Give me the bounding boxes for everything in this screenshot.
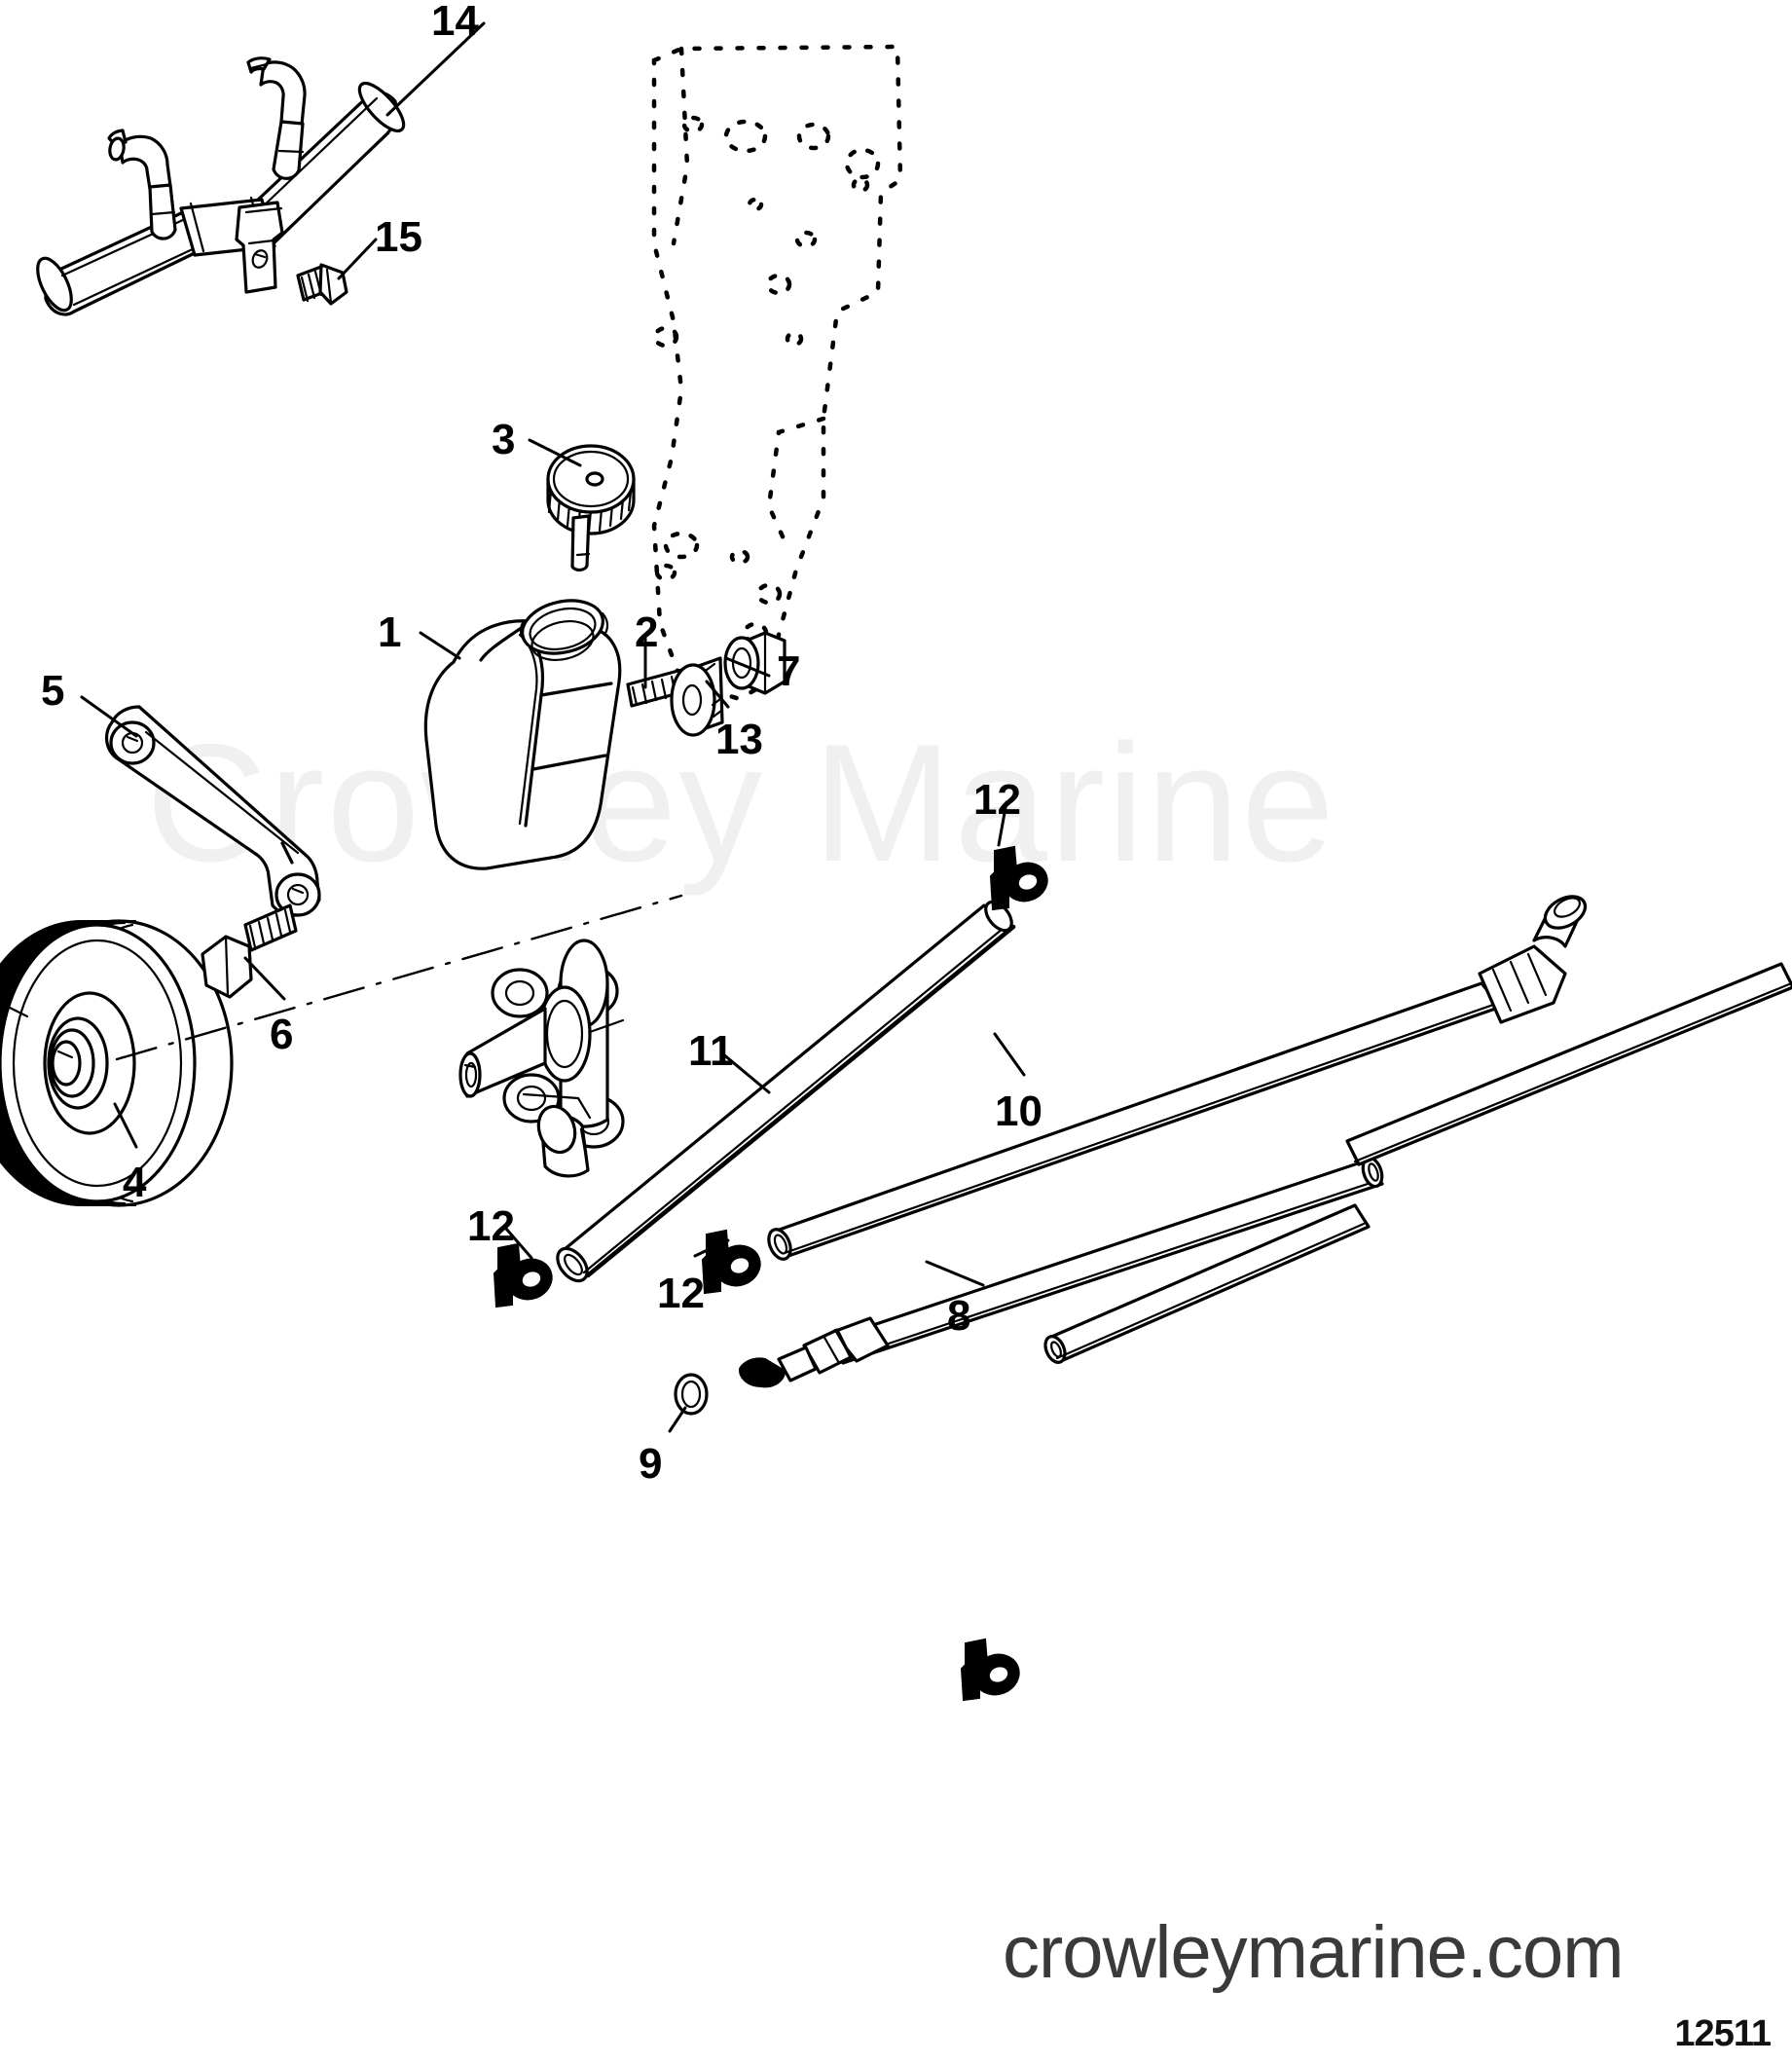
phantom-housing-outline: [651, 44, 903, 702]
callout-1: 1: [378, 608, 402, 656]
part-12-hose-clamp: [701, 1229, 761, 1295]
part-12-hose-clamp: [960, 1638, 1020, 1702]
callout-11: 11: [688, 1027, 734, 1075]
part-4-pulley: [0, 919, 234, 1207]
leader-lines: [80, 21, 1026, 1433]
callout-7: 7: [777, 647, 801, 695]
callout-13: 13: [715, 716, 763, 763]
diagram-number: 12511: [1674, 2013, 1772, 2054]
part-6-flange-bolt: [201, 903, 298, 999]
site-branding: crowleymarine.com: [1003, 1911, 1625, 1994]
part-12-hose-clamp: [493, 1242, 553, 1308]
part-10-pressure-hose: [767, 895, 1588, 1261]
callout-5: 5: [41, 667, 65, 715]
callout-8: 8: [947, 1292, 971, 1340]
callout-4: 4: [123, 1159, 147, 1206]
callout-12-center: 12: [657, 1270, 705, 1317]
part-11-return-hose: [556, 900, 1016, 1283]
callout-6: 6: [270, 1011, 294, 1058]
part-12-hose-clamp: [989, 845, 1048, 911]
part-15-screw: [296, 263, 348, 306]
part-3-reservoir-cap: [546, 444, 636, 572]
callout-2: 2: [635, 608, 659, 656]
part-1-power-steering-pump: [423, 599, 625, 1178]
callout-9: 9: [639, 1440, 663, 1488]
part-13-spacer: [670, 656, 724, 737]
callout-15: 15: [375, 213, 422, 261]
hose-tube-secondary: [1043, 1203, 1371, 1364]
part-9-o-ring: [674, 1373, 709, 1416]
part-14-cooler-tube: [36, 56, 406, 316]
part-7-hex-nut: [723, 631, 786, 695]
pump-front-face: [458, 939, 625, 1178]
hose-tube-tertiary: [1345, 962, 1792, 1166]
callout-12-lower-left: 12: [467, 1202, 515, 1250]
part-8-hose-assembly: [738, 1156, 1384, 1388]
callout-12-upper-right: 12: [973, 776, 1021, 824]
callout-10: 10: [995, 1087, 1042, 1135]
part-5-adjustment-bracket: [104, 705, 321, 917]
callout-3: 3: [492, 416, 516, 463]
callout-14: 14: [431, 0, 479, 45]
